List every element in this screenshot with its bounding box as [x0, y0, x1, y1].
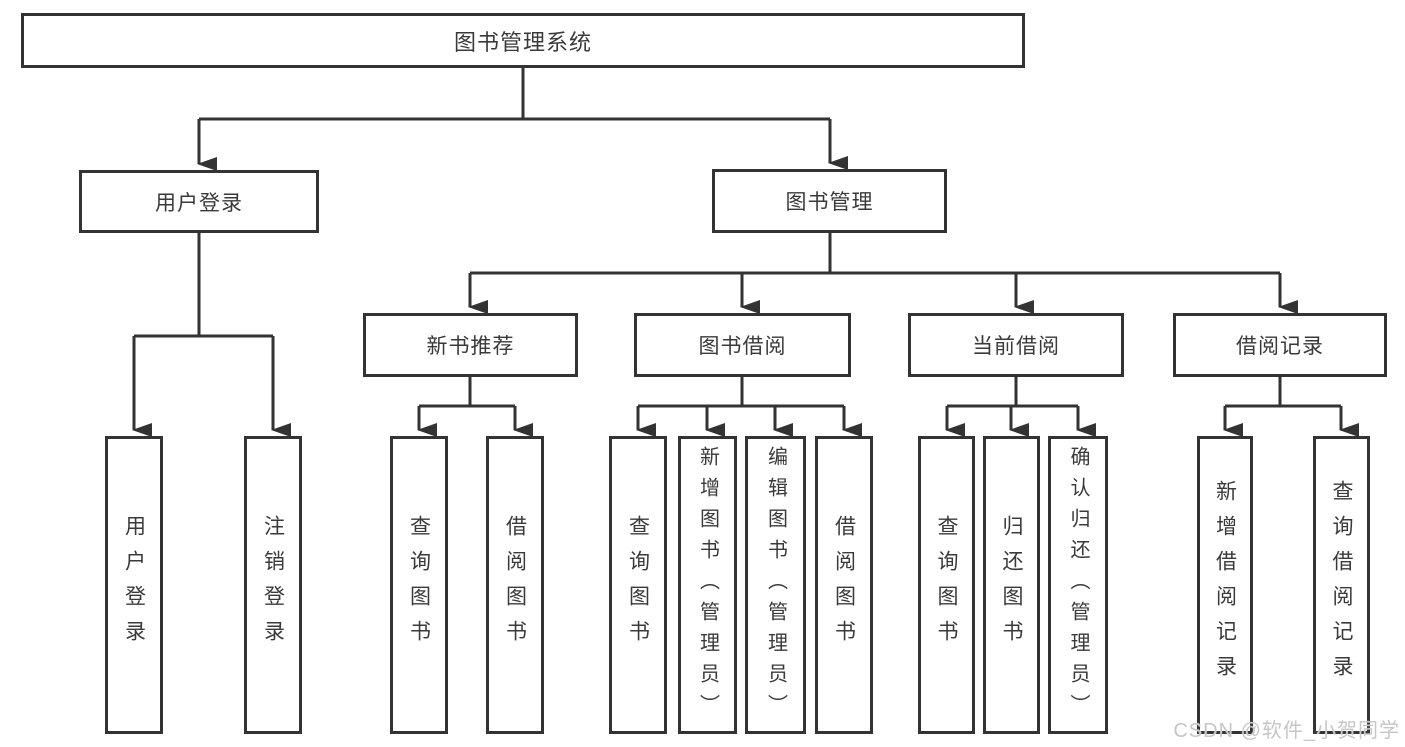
node-library-system: 图书管理系统	[21, 13, 1025, 68]
node-confirm-return-admin: 确认归还（管理员）	[1048, 436, 1108, 734]
node-return-books: 归还图书	[983, 436, 1040, 734]
node-query-books-current: 查询图书	[918, 436, 975, 734]
node-user-login: 用户登录	[105, 436, 163, 734]
node-borrow-books-recommend: 借阅图书	[486, 436, 544, 734]
node-query-books-recommend: 查询图书	[390, 436, 448, 734]
node-book-borrow: 图书借阅	[634, 313, 851, 377]
node-query-borrow-record: 查询借阅记录	[1313, 436, 1370, 734]
node-edit-books-admin: 编辑图书（管理员）	[745, 436, 806, 734]
node-borrow-books: 借阅图书	[815, 436, 873, 734]
node-user-login-branch: 用户登录	[79, 170, 319, 233]
node-query-books-borrow: 查询图书	[609, 436, 667, 734]
node-new-book-recommend: 新书推荐	[363, 313, 578, 377]
csdn-watermark: CSDN @软件_小贺同学	[1173, 720, 1400, 742]
node-add-borrow-record: 新增借阅记录	[1197, 436, 1253, 734]
node-current-borrow: 当前借阅	[908, 313, 1124, 377]
node-borrow-records: 借阅记录	[1173, 313, 1387, 377]
node-logout: 注销登录	[244, 436, 302, 734]
node-add-books-admin: 新增图书（管理员）	[678, 436, 737, 734]
node-book-management: 图书管理	[712, 169, 947, 233]
